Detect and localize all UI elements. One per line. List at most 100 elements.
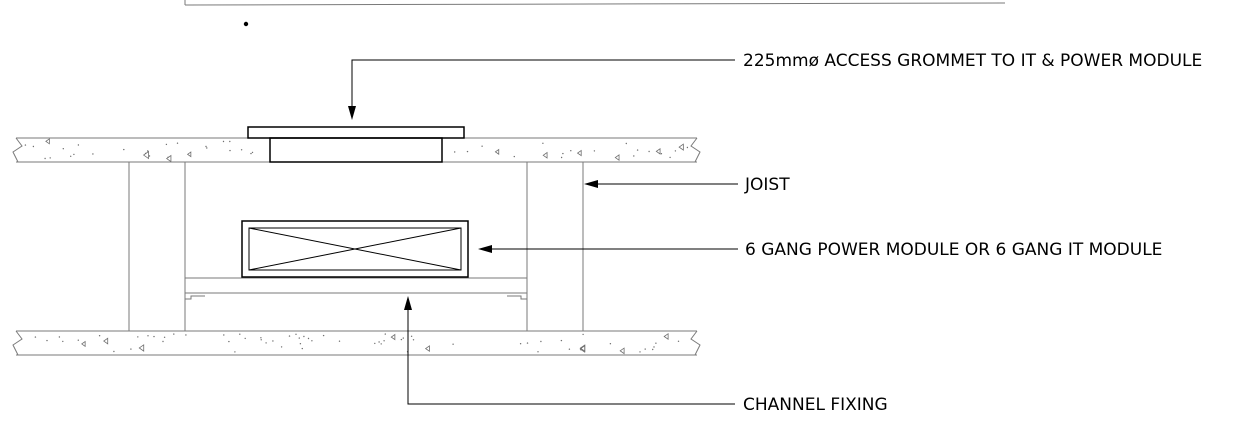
- concrete-speck: [299, 343, 302, 345]
- concrete-speck: [130, 348, 132, 350]
- title-border-fragment: [184, 0, 1006, 6]
- concrete-speck: [513, 155, 515, 158]
- concrete-speck: [46, 339, 48, 342]
- concrete-speck: [163, 336, 166, 338]
- concrete-speck: [205, 145, 207, 148]
- concrete-aggregate-mark: [81, 340, 86, 348]
- concrete-speck: [412, 339, 415, 341]
- concrete-speck: [98, 335, 101, 337]
- concrete-speck: [251, 151, 254, 154]
- concrete-speck: [32, 145, 35, 148]
- concrete-speck: [303, 335, 305, 338]
- concrete-speck: [568, 348, 571, 350]
- concrete-speck: [669, 156, 671, 159]
- concrete-speck: [307, 337, 310, 340]
- concrete-speck: [265, 342, 267, 344]
- lower-floor-slab: [12, 330, 701, 356]
- concrete-aggregate-mark: [579, 345, 586, 353]
- power-module: [241, 220, 469, 278]
- joist-label: JOIST: [744, 175, 790, 195]
- concrete-speck: [73, 153, 75, 156]
- concrete-aggregate-mark: [103, 337, 109, 345]
- concrete-speck: [44, 157, 46, 160]
- concrete-speck: [240, 149, 243, 151]
- concrete-speck: [206, 147, 208, 149]
- concrete-speck: [378, 341, 380, 343]
- bullet-dot: [243, 21, 249, 27]
- concrete-speck: [609, 343, 612, 345]
- concrete-speck: [298, 337, 300, 339]
- concrete-speck: [144, 152, 147, 155]
- concrete-speck: [625, 142, 627, 145]
- concrete-speck: [481, 145, 483, 147]
- concrete-aggregate-mark: [542, 151, 548, 159]
- concrete-speck: [560, 156, 563, 159]
- joist-right: [526, 161, 584, 332]
- concrete-speck: [288, 335, 291, 337]
- concrete-aggregate-mark: [45, 138, 50, 145]
- concrete-speck: [173, 333, 175, 335]
- concrete-aggregate-mark: [142, 150, 149, 160]
- concrete-speck: [176, 142, 179, 144]
- concrete-speck: [660, 153, 663, 155]
- concrete-speck: [147, 335, 149, 337]
- concrete-speck: [466, 150, 469, 153]
- concrete-speck: [410, 335, 413, 337]
- concrete-speck: [272, 340, 274, 342]
- concrete-aggregate-mark: [678, 143, 684, 151]
- concrete-speck: [137, 336, 139, 338]
- concrete-speck: [77, 339, 80, 341]
- concrete-speck: [234, 351, 236, 353]
- concrete-speck: [165, 143, 168, 146]
- concrete-speck: [537, 351, 539, 353]
- concrete-speck: [674, 150, 677, 152]
- concrete-speck: [70, 155, 72, 157]
- concrete-speck: [653, 346, 655, 348]
- channel-label: CHANNEL FIXING: [743, 395, 888, 415]
- concrete-speck: [652, 348, 654, 351]
- concrete-speck: [24, 144, 27, 146]
- concrete-speck: [636, 149, 639, 151]
- concrete-speck: [322, 334, 325, 337]
- upper-floor-slab: [12, 137, 701, 163]
- concrete-speck: [222, 140, 225, 143]
- concrete-speck: [62, 148, 64, 150]
- concrete-speck: [580, 349, 582, 351]
- concrete-speck: [244, 337, 246, 340]
- concrete-speck: [402, 337, 404, 339]
- concrete-speck: [147, 150, 149, 152]
- concrete-speck: [400, 338, 403, 341]
- concrete-speck: [148, 155, 151, 157]
- concrete-speck: [380, 343, 382, 345]
- concrete-aggregate-mark: [390, 333, 396, 341]
- concrete-speck: [229, 149, 231, 152]
- concrete-speck: [49, 157, 51, 159]
- access-grommet: [247, 126, 465, 163]
- concrete-speck: [311, 340, 313, 342]
- concrete-speck: [239, 333, 241, 335]
- concrete-speck: [260, 337, 262, 339]
- grommet-leader: [348, 59, 735, 120]
- concrete-speck: [301, 347, 303, 350]
- channel-leader: [404, 296, 735, 405]
- concrete-speck: [542, 142, 544, 144]
- concrete-speck: [540, 340, 542, 343]
- concrete-speck: [384, 333, 386, 335]
- concrete-speck: [593, 150, 596, 152]
- concrete-aggregate-mark: [619, 347, 625, 355]
- concrete-speck: [639, 351, 641, 353]
- concrete-speck: [229, 140, 231, 143]
- concrete-aggregate-mark: [138, 344, 145, 352]
- concrete-speck: [62, 340, 64, 343]
- concrete-aggregate-mark: [614, 154, 620, 161]
- concrete-aggregate-mark: [424, 345, 430, 353]
- concrete-speck: [383, 340, 385, 342]
- concrete-speck: [185, 334, 187, 336]
- joist-leader: [584, 180, 738, 188]
- concrete-speck: [77, 144, 80, 146]
- concrete-aggregate-mark: [186, 151, 192, 158]
- concrete-speck: [452, 343, 454, 345]
- joist-left: [128, 161, 186, 332]
- grommet-label: 225mmø ACCESS GROMMET TO IT & POWER MODU…: [743, 51, 1202, 71]
- concrete-speck: [260, 339, 262, 341]
